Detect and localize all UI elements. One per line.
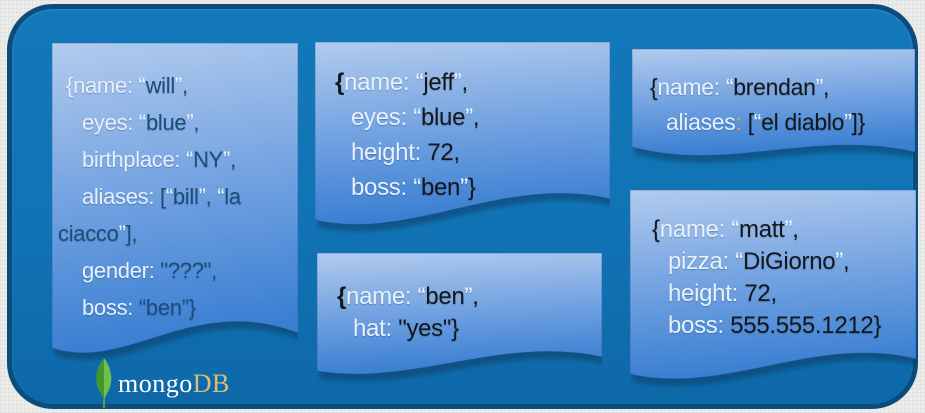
document-line: {name: “brendan”, (650, 74, 830, 100)
document-card-ben: {name: “ben”, hat: "yes"} (317, 253, 602, 395)
document-card-will: {name: “will”, eyes: “blue”, birthplace: “… (52, 43, 298, 373)
logo-text-mongo: mongo (118, 369, 193, 398)
document-line: hat: "yes"} (353, 315, 459, 342)
logo-text-db: DB (192, 369, 230, 398)
document-line: ciacco”], (58, 221, 138, 246)
document-line: boss: “ben”} (82, 295, 196, 320)
document-line: aliases: [“el diablo”]} (666, 109, 865, 135)
document-line: gender: "???", (82, 258, 217, 283)
document-text-will: {name: “will”, eyes: “blue”, birthplace: “… (52, 43, 298, 326)
card-wave-background (630, 190, 916, 386)
document-line: height: 72, (668, 280, 777, 307)
document-line: boss: “ben”} (351, 174, 476, 201)
document-card-brendan: {name: “brendan”, aliases: [“el diablo”]} (632, 49, 915, 181)
mongodb-leaf-icon (96, 358, 112, 408)
document-text-ben: {name: “ben”, hat: "yes"} (317, 253, 602, 345)
document-line: {name: “ben”, (337, 283, 479, 310)
document-line: eyes: “blue”, (82, 110, 200, 135)
document-line: {name: “jeff”, (335, 69, 468, 96)
document-line: birthplace: “NY”, (82, 147, 236, 172)
document-line: height: 72, (351, 139, 460, 166)
document-line: eyes: “blue”, (351, 104, 480, 131)
mongodb-logo: mongoDB (92, 357, 230, 409)
card-wave-background (315, 42, 610, 232)
document-line: {name: “will”, (66, 73, 188, 98)
slide-panel: {name: “will”, eyes: “blue”, birthplace: “… (7, 4, 918, 409)
document-line: {name: “matt”, (652, 216, 799, 243)
card-wave-background (52, 43, 298, 360)
document-text-matt: {name: “matt”, pizza: “DiGiorno”, height: … (630, 190, 916, 342)
card-wave-background (317, 253, 602, 382)
document-text-jeff: {name: “jeff”, eyes: “blue”, height: 72, bo… (315, 42, 610, 205)
document-line: pizza: “DiGiorno”, (668, 248, 850, 275)
card-wave-background (632, 49, 915, 163)
document-card-matt: {name: “matt”, pizza: “DiGiorno”, height: … (630, 190, 916, 400)
mongodb-wordmark: mongoDB (118, 371, 230, 397)
document-card-jeff: {name: “jeff”, eyes: “blue”, height: 72, bo… (315, 42, 610, 247)
document-text-brendan: {name: “brendan”, aliases: [“el diablo”]} (632, 49, 915, 140)
document-line: boss: 555.555.1212} (668, 312, 882, 339)
document-line: aliases: [“bill”, “la (82, 184, 241, 209)
